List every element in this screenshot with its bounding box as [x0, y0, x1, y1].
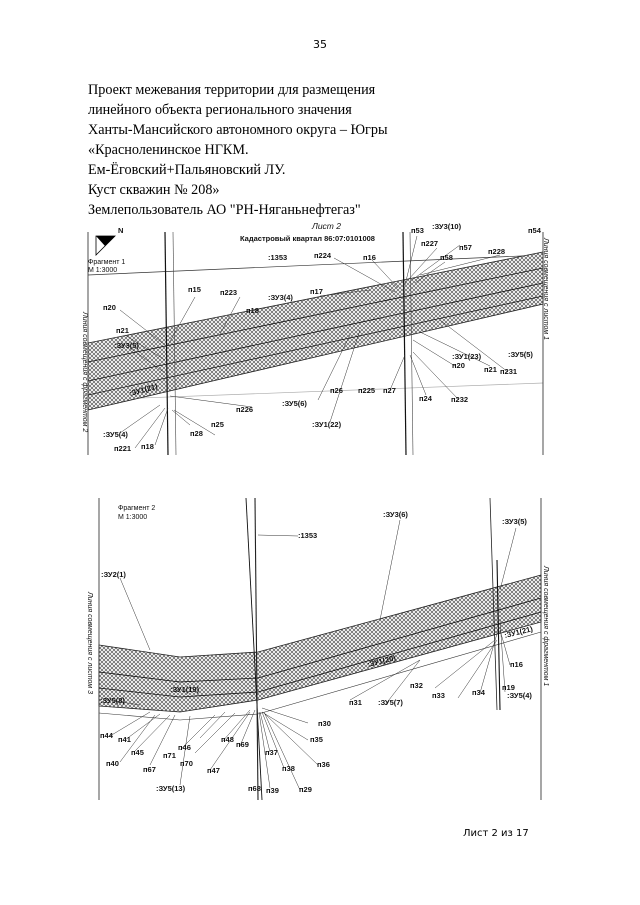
label-map1-n17: п17 [310, 287, 323, 296]
label-map1-n226: п226 [236, 405, 253, 414]
label-map2-n39: п39 [266, 786, 279, 795]
cadastral-block: Кадастровый квартал 86:07:0101008 [240, 234, 375, 243]
side-line-left-2: Линия совмещения с листом 3 [86, 591, 93, 694]
label-map1-n27: п27 [383, 386, 396, 395]
label-map2-n36: п36 [317, 760, 330, 769]
map-fragment-1: N Фрагмент 1 М 1:3000 Лист 2 Кадастровый… [81, 221, 549, 456]
corridor-hatch-2 [98, 574, 542, 713]
heading-line-3: Ханты-Мансийского автономного округа – Ю… [88, 122, 388, 138]
heading-line-6: Куст скважин № 208» [88, 182, 220, 198]
map-fragment-2: Фрагмент 2 М 1:3000 Линия совмещения с л… [86, 497, 549, 801]
label-map2-n67: п67 [143, 765, 156, 774]
heading-line-7: Землепользователь АО "РН-Няганьнефтегаз" [88, 202, 361, 218]
label-map2-n32: п32 [410, 681, 423, 690]
label-map2-n40: п40 [106, 759, 119, 768]
label-map1-n54: п54 [528, 226, 542, 235]
sheet-footer: Лист 2 из 17 [463, 828, 529, 839]
label-map1-n25: п25 [211, 420, 224, 429]
label-map1-n57: п57 [459, 243, 472, 252]
label-map1-n231: п231 [500, 367, 517, 376]
label-map1-n26: п26 [330, 386, 343, 395]
label-map2-zu5-4: :ЗУ5(4) [507, 691, 532, 700]
side-line-left-1: Линия совмещения с фрагментом 2 [81, 311, 88, 432]
label-map1-n223: п223 [220, 288, 237, 297]
label-map1-n224: п224 [314, 251, 332, 260]
north-arrow-icon [95, 235, 116, 256]
label-map2-zu3-5: :ЗУ3(5) [502, 517, 527, 526]
label-map2-1353: :1353 [298, 531, 317, 540]
label-map2-n29: п29 [299, 785, 312, 794]
label-map2-n34: п34 [472, 688, 486, 697]
label-map2-zu3-6: :ЗУ3(6) [383, 510, 408, 519]
fragment-1-scale: М 1:3000 [88, 267, 117, 274]
label-map2-n41: п41 [118, 735, 131, 744]
document-heading: Проект межевания территории для размещен… [88, 80, 388, 220]
label-map2-n46: п46 [178, 743, 191, 752]
label-map1-n225: п225 [358, 386, 375, 395]
fragment-1-label: Фрагмент 1 [88, 259, 125, 266]
label-map1-n20b: п20 [452, 361, 465, 370]
label-map1-n21: п21 [116, 326, 129, 335]
label-map2-n44: п44 [100, 731, 114, 740]
label-map1-zu1-22: :ЗУ1(22) [312, 420, 342, 429]
label-map1-zu3-4: :ЗУ3(4) [268, 293, 293, 302]
side-line-right-2: Линия совмещения с фрагментом 1 [542, 565, 549, 686]
label-map1-n18b: п18 [141, 442, 154, 451]
label-map2-n70: п70 [180, 759, 193, 768]
label-map1-n227: п227 [421, 239, 438, 248]
sheet-title: Лист 2 [311, 221, 341, 231]
label-map1-zu5-4: :ЗУ5(4) [103, 430, 128, 439]
label-map1-1353: :1353 [268, 253, 287, 262]
label-map1-zu3-10: :ЗУ3(10) [432, 222, 462, 231]
label-map1-n20: п20 [103, 303, 116, 312]
label-map1-n221: п221 [114, 444, 131, 453]
heading-line-4: «Красноленинское НГКМ. [88, 142, 249, 158]
side-line-right-1: Линия совмещения с листом 1 [542, 237, 549, 340]
label-map1-zu5-6: :ЗУ5(6) [282, 399, 307, 408]
label-map1-n232: п232 [451, 395, 468, 404]
label-map1-zu1-23: :ЗУ1(23) [452, 352, 482, 361]
label-map2-zu5-8: :ЗУ5(8) [100, 696, 125, 705]
fragment-2-scale: М 1:3000 [118, 514, 147, 521]
label-map1-n28: п28 [190, 429, 203, 438]
label-map2-zu1-19: :ЗУ1(19) [170, 685, 200, 694]
label-map2-n69: п69 [236, 740, 249, 749]
label-map1-n24: п24 [419, 394, 433, 403]
heading-line-2: линейного объекта регионального значения [88, 102, 352, 118]
label-map1-n228: п228 [488, 247, 505, 256]
label-map2-zu5-13: :ЗУ5(13) [156, 784, 186, 793]
label-map2-n71: п71 [163, 751, 176, 760]
label-map2-n19: п19 [502, 683, 515, 692]
label-map2-n31: п31 [349, 698, 362, 707]
label-map2-n68: п68 [248, 784, 261, 793]
label-map2-n38: п38 [282, 764, 295, 773]
label-map1-n15: п15 [188, 285, 201, 294]
label-map1-n16: п16 [363, 253, 376, 262]
label-map2-n16: п16 [510, 660, 523, 669]
label-map1-zu5-5: :ЗУ5(5) [508, 350, 533, 359]
label-map1-n53: п53 [411, 226, 424, 235]
label-map1-zu3-5: :ЗУ3(5) [114, 341, 139, 350]
label-map1-n58: п58 [440, 253, 453, 262]
label-map2-n47: п47 [207, 766, 220, 775]
label-map2-n30: п30 [318, 719, 331, 728]
label-map2-n45: п45 [131, 748, 144, 757]
label-map2-zu2-1: :ЗУ2(1) [101, 570, 126, 579]
label-map2-n33: п33 [432, 691, 445, 700]
label-map1-n18: п18 [246, 306, 259, 315]
label-map1-n21b: п21 [484, 365, 497, 374]
fragment-2-label: Фрагмент 2 [118, 505, 155, 512]
north-label: N [118, 226, 123, 235]
label-map2-n37: п37 [265, 748, 278, 757]
label-map2-n35: п35 [310, 735, 323, 744]
label-map2-n48: п48 [221, 735, 234, 744]
heading-line-1: Проект межевания территории для размещен… [88, 82, 376, 98]
heading-line-5: Ем-Ёговский+Пальяновский ЛУ. [88, 162, 286, 178]
page-number: 35 [313, 38, 327, 51]
label-map2-zu5-7: :ЗУ5(7) [378, 698, 403, 707]
